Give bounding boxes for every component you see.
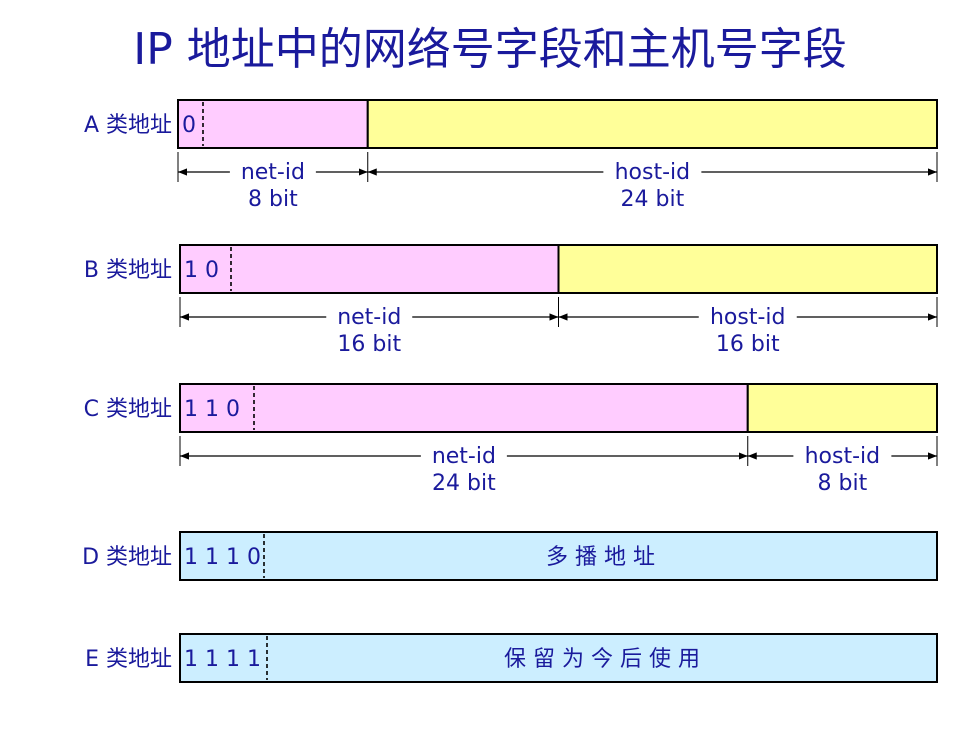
class-0-host-bits: 24 bit — [621, 187, 685, 212]
class-2-prefix-bits: 1 1 0 — [184, 397, 240, 422]
class-0-host-field — [366, 99, 938, 149]
class-0-net-bits: 8 bit — [248, 187, 298, 212]
class-3-purpose-text: 多 播 地 址 — [546, 545, 655, 570]
class-2-label: C 类地址 — [84, 397, 172, 422]
class-2-net-name: net-id — [432, 444, 496, 469]
class-2-host-field — [746, 383, 938, 433]
page-title: IP 地址中的网络号字段和主机号字段 — [133, 24, 847, 75]
class-3-prefix-bits: 1 1 1 0 — [184, 545, 261, 570]
class-4-label: E 类地址 — [85, 647, 172, 672]
class-4-purpose-text: 保 留 为 今 后 使 用 — [504, 647, 700, 672]
class-1-host-field — [557, 244, 938, 294]
class-1-label: B 类地址 — [84, 258, 172, 283]
class-2-host-bits: 8 bit — [818, 471, 868, 496]
class-1-host-name: host-id — [710, 305, 786, 330]
class-1-host-bits: 16 bit — [716, 332, 780, 357]
class-2-net-field — [179, 383, 749, 433]
class-4-prefix-bits: 1 1 1 1 — [184, 647, 261, 672]
class-1-net-name: net-id — [337, 305, 401, 330]
class-0-net-field — [177, 99, 369, 149]
class-0-host-name: host-id — [615, 160, 691, 185]
class-3-label: D 类地址 — [82, 545, 172, 570]
class-3-field — [179, 531, 938, 581]
class-0-prefix-bits: 0 — [182, 113, 196, 138]
class-1-prefix-bits: 1 0 — [184, 258, 219, 283]
class-0-label: A 类地址 — [84, 113, 172, 138]
class-0-net-name: net-id — [241, 160, 305, 185]
class-4-field — [179, 633, 938, 683]
class-2-host-name: host-id — [805, 444, 881, 469]
class-1-net-field — [179, 244, 560, 294]
class-2-net-bits: 24 bit — [432, 471, 496, 496]
class-1-net-bits: 16 bit — [337, 332, 401, 357]
